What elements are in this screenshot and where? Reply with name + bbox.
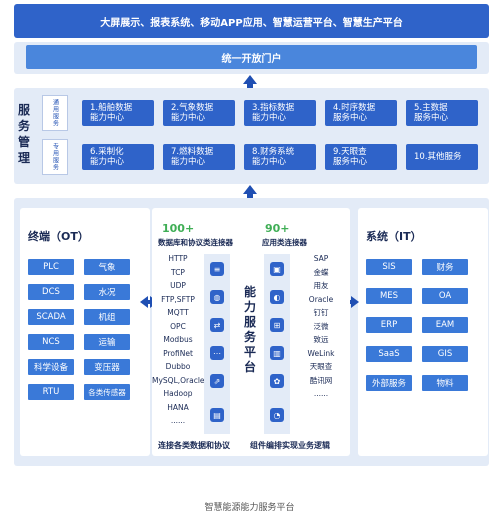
app-connector-count: 90+ <box>265 222 290 235</box>
list-item: MySQL,Oracle <box>152 375 205 385</box>
figure-caption: 智慧能源能力服务平台 <box>204 503 295 513</box>
service-other[interactable]: 10.其他服务 <box>406 144 478 170</box>
document-icon: ▣ <box>270 262 284 276</box>
service-master-data[interactable]: 5.主数据服务中心 <box>406 100 478 126</box>
database-icon: ≡ <box>210 262 224 276</box>
list-item: WeLink <box>307 348 335 358</box>
ot-terminal-box <box>20 208 150 456</box>
ot-chip-rtu[interactable]: RTU <box>28 384 74 400</box>
list-item: MQTT <box>167 308 189 317</box>
ot-chip-dcs[interactable]: DCS <box>28 284 74 300</box>
service-finance-system[interactable]: 8.财务系统能力中心 <box>244 144 316 170</box>
list-item: HANA <box>167 402 189 412</box>
list-item: Oracle <box>308 294 334 304</box>
list-item: SAP <box>313 254 329 263</box>
core-platform-label: 能 力 服 务 平 台 <box>243 285 256 374</box>
app-connector-title: 应用类连接器 <box>262 238 307 247</box>
service-weather-data[interactable]: 2.气象数据能力中心 <box>163 100 235 126</box>
service-ship-data[interactable]: 1.船舶数据能力中心 <box>82 100 154 126</box>
list-item: UDP <box>170 281 186 290</box>
gear-icon: ✿ <box>270 374 284 388</box>
ot-chip-sensors[interactable]: 各类传感器 <box>84 384 130 400</box>
list-item: ProfiNet <box>163 348 193 358</box>
arrow-up-icon <box>243 75 257 84</box>
ot-chip-unit[interactable]: 机组 <box>84 309 130 325</box>
ot-chip-scada[interactable]: SCADA <box>28 309 74 325</box>
chart-icon: ◐ <box>270 290 284 304</box>
ot-chip-transport[interactable]: 运输 <box>84 334 130 350</box>
arrow-up-icon <box>243 185 257 194</box>
it-chip-mes[interactable]: MES <box>366 288 412 304</box>
capability-platform-box <box>152 208 350 456</box>
list-item: ...... <box>313 389 329 398</box>
service-fuel-data[interactable]: 7.燃料数据能力中心 <box>163 144 235 170</box>
list-item: Modbus <box>163 335 193 344</box>
list-item: Dubbo <box>165 362 191 371</box>
it-chip-sis[interactable]: SIS <box>366 259 412 275</box>
row-label-special: 专用服务 <box>42 139 68 175</box>
service-indicator-data[interactable]: 3.指标数据能力中心 <box>244 100 316 126</box>
service-timeseries-data[interactable]: 4.时序数据服务中心 <box>325 100 397 126</box>
arrow-left-icon <box>140 296 148 308</box>
list-item: 金蝶 <box>313 267 329 277</box>
list-item: 钉钉 <box>313 308 329 317</box>
report-icon: ▥ <box>270 346 284 360</box>
list-item: 致远 <box>313 335 329 344</box>
it-title: 系统（IT） <box>366 230 422 243</box>
ot-title: 终端（OT） <box>28 230 89 243</box>
list-item: 酷讯网 <box>309 375 333 385</box>
app-list: SAP 金蝶 用友 Oracle 钉钉 泛微 致远 WeLink 天眼查 酷讯网… <box>294 252 348 401</box>
globe-icon: ◍ <box>210 290 224 304</box>
list-item: 天眼查 <box>309 362 333 371</box>
ot-chip-weather[interactable]: 气象 <box>84 259 130 275</box>
bottom-left-slogan: 连接各类数据和协议 <box>158 441 230 450</box>
list-item: 用友 <box>313 281 329 290</box>
arrow-shaft <box>147 300 151 304</box>
arrow-stem <box>247 84 253 88</box>
service-sampling[interactable]: 6.采制化能力中心 <box>82 144 154 170</box>
arrow-stem <box>247 194 253 198</box>
dots-icon: ⋯ <box>210 346 224 360</box>
ot-chip-ncs[interactable]: NCS <box>28 334 74 350</box>
list-item: HTTP <box>168 254 188 263</box>
row-label-general: 通用服务 <box>42 95 68 131</box>
service-tianyancha[interactable]: 9.天眼查服务中心 <box>325 144 397 170</box>
list-item: FTP,SFTP <box>161 294 195 304</box>
it-chip-external-service[interactable]: 外部服务 <box>366 375 412 391</box>
ot-chip-science-device[interactable]: 科学设备 <box>28 359 74 375</box>
it-chip-oa[interactable]: OA <box>422 288 468 304</box>
list-item: TCP <box>171 267 185 277</box>
it-chip-finance[interactable]: 财务 <box>422 259 468 275</box>
bottom-right-slogan: 组件编排实现业务逻辑 <box>250 441 330 450</box>
service-management-title: 服 务 管 理 <box>17 103 30 165</box>
it-chip-saas[interactable]: SaaS <box>366 346 412 362</box>
list-item: 泛微 <box>313 321 329 331</box>
ot-chip-transformer[interactable]: 变压器 <box>84 359 130 375</box>
protocol-list: HTTP TCP UDP FTP,SFTP MQTT OPC Modbus Pr… <box>152 252 205 428</box>
it-chip-material[interactable]: 物料 <box>422 375 468 391</box>
it-chip-gis[interactable]: GIS <box>422 346 468 362</box>
top-application-bar: 大屏展示、报表系统、移动APP应用、智慧运营平台、智慧生产平台 <box>14 4 489 38</box>
it-chip-eam[interactable]: EAM <box>422 317 468 333</box>
clock-icon: ◔ <box>270 408 284 422</box>
arrow-right-icon <box>351 296 359 308</box>
link-icon: ⇗ <box>210 374 224 388</box>
db-connector-title: 数据库和协议类连接器 <box>158 238 233 247</box>
folder-icon: ▤ <box>210 408 224 422</box>
list-item: OPC <box>170 321 186 331</box>
grid-icon: ⊞ <box>270 318 284 332</box>
list-item: Hadoop <box>163 389 193 398</box>
db-connector-count: 100+ <box>162 222 195 235</box>
transfer-icon: ⇄ <box>210 318 224 332</box>
arrow-shaft <box>349 300 352 304</box>
app-icon-strip <box>264 254 290 434</box>
list-item: ...... <box>170 416 186 425</box>
ot-chip-plc[interactable]: PLC <box>28 259 74 275</box>
ot-chip-water[interactable]: 水况 <box>84 284 130 300</box>
it-chip-erp[interactable]: ERP <box>366 317 412 333</box>
db-icon-strip <box>204 254 230 434</box>
unified-portal: 统一开放门户 <box>26 45 477 69</box>
